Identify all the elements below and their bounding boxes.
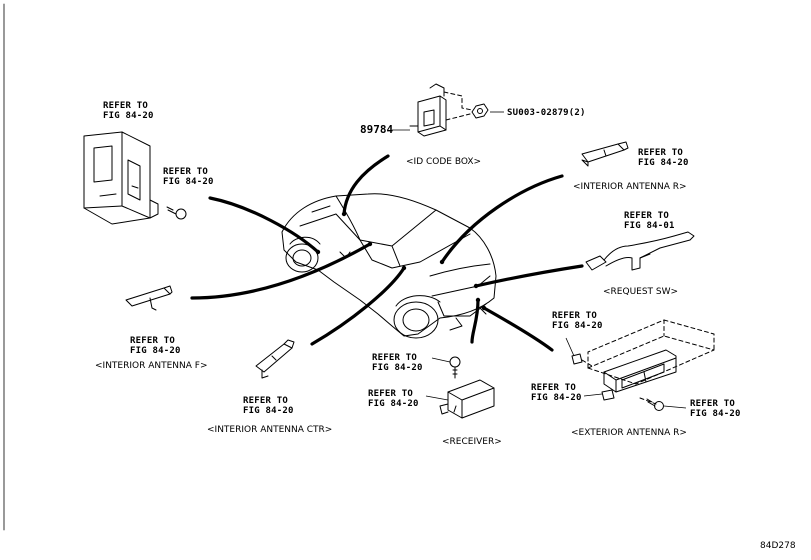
fig-line: FIG 84-20 xyxy=(243,406,294,416)
car-illustration xyxy=(281,193,497,339)
refer-label-exterior-clip: REFER TO FIG 84-20 xyxy=(552,311,603,331)
fig-line: FIG 84-01 xyxy=(624,221,675,231)
exterior-antenna-phantom-box xyxy=(581,319,715,405)
caption-receiver: <RECEIVER> xyxy=(442,437,502,447)
part-number-id-code-box: 89784 xyxy=(360,123,394,136)
exterior-clip-drawing xyxy=(571,353,583,365)
refer-label-interior-antenna-ctr: REFER TO FIG 84-20 xyxy=(243,396,294,416)
caption-exterior-antenna-r: <EXTERIOR ANTENNA R> xyxy=(571,428,687,438)
id-code-box-phantom-lines xyxy=(443,91,473,121)
interior-antenna-f-drawing xyxy=(125,285,173,311)
caption-id-code-box: <ID CODE BOX> xyxy=(406,157,482,167)
diagram-code: 84D278 xyxy=(760,541,796,551)
receiver-drawing xyxy=(439,379,495,419)
fig-line: FIG 84-20 xyxy=(368,399,419,409)
caption-interior-antenna-ctr: <INTERIOR ANTENNA CTR> xyxy=(207,425,333,435)
leader-endpoints xyxy=(315,211,487,311)
ecu-bolt-drawing xyxy=(166,206,187,220)
refer-line: REFER TO xyxy=(163,167,208,177)
refer-label-interior-antenna-f: REFER TO FIG 84-20 xyxy=(130,336,181,356)
refer-label-receiver: REFER TO FIG 84-20 xyxy=(368,389,419,409)
fig-line: FIG 84-20 xyxy=(531,393,582,403)
request-switch-drawing xyxy=(585,231,695,271)
refer-line: REFER TO xyxy=(130,336,175,346)
callout-leaders xyxy=(392,111,687,409)
fig-line: FIG 84-20 xyxy=(130,346,181,356)
refer-label-ecu-b: REFER TO FIG 84-20 xyxy=(163,167,214,187)
fig-line: FIG 84-20 xyxy=(690,409,741,419)
refer-line: REFER TO xyxy=(552,311,597,321)
interior-antenna-r-drawing xyxy=(581,141,629,167)
receiver-bolt-drawing xyxy=(449,356,461,379)
fig-line: FIG 84-20 xyxy=(163,177,214,187)
leader-lines xyxy=(190,154,584,352)
refer-label-receiver-bolt: REFER TO FIG 84-20 xyxy=(372,353,423,373)
fig-line: FIG 84-20 xyxy=(372,363,423,373)
caption-request-sw: <REQUEST SW> xyxy=(603,287,679,297)
refer-line: REFER TO xyxy=(372,353,417,363)
refer-line: REFER TO xyxy=(638,148,683,158)
ecu-module-drawing xyxy=(83,131,159,225)
fig-line: FIG 84-20 xyxy=(103,111,154,121)
refer-label-request-sw: REFER TO FIG 84-01 xyxy=(624,211,675,231)
refer-line: REFER TO xyxy=(690,399,735,409)
caption-interior-antenna-r: <INTERIOR ANTENNA R> xyxy=(573,182,687,192)
id-code-box-drawing xyxy=(409,83,447,137)
part-number-nut: SU003-02879(2) xyxy=(507,108,586,118)
exterior-antenna-r-drawing xyxy=(601,349,677,401)
nut-drawing xyxy=(471,103,489,119)
fig-line: FIG 84-20 xyxy=(638,158,689,168)
refer-line: REFER TO xyxy=(624,211,669,221)
refer-label-ecu-a: REFER TO FIG 84-20 xyxy=(103,101,154,121)
refer-label-exterior-handle: REFER TO FIG 84-20 xyxy=(531,383,582,403)
refer-label-interior-antenna-r: REFER TO FIG 84-20 xyxy=(638,148,689,168)
exterior-screw-drawing xyxy=(646,398,664,411)
fig-line: FIG 84-20 xyxy=(552,321,603,331)
refer-label-exterior-screw: REFER TO FIG 84-20 xyxy=(690,399,741,419)
refer-line: REFER TO xyxy=(243,396,288,406)
caption-interior-antenna-f: <INTERIOR ANTENNA F> xyxy=(95,361,208,371)
refer-line: REFER TO xyxy=(531,383,576,393)
refer-line: REFER TO xyxy=(103,101,148,111)
refer-line: REFER TO xyxy=(368,389,413,399)
interior-antenna-ctr-drawing xyxy=(255,339,295,379)
